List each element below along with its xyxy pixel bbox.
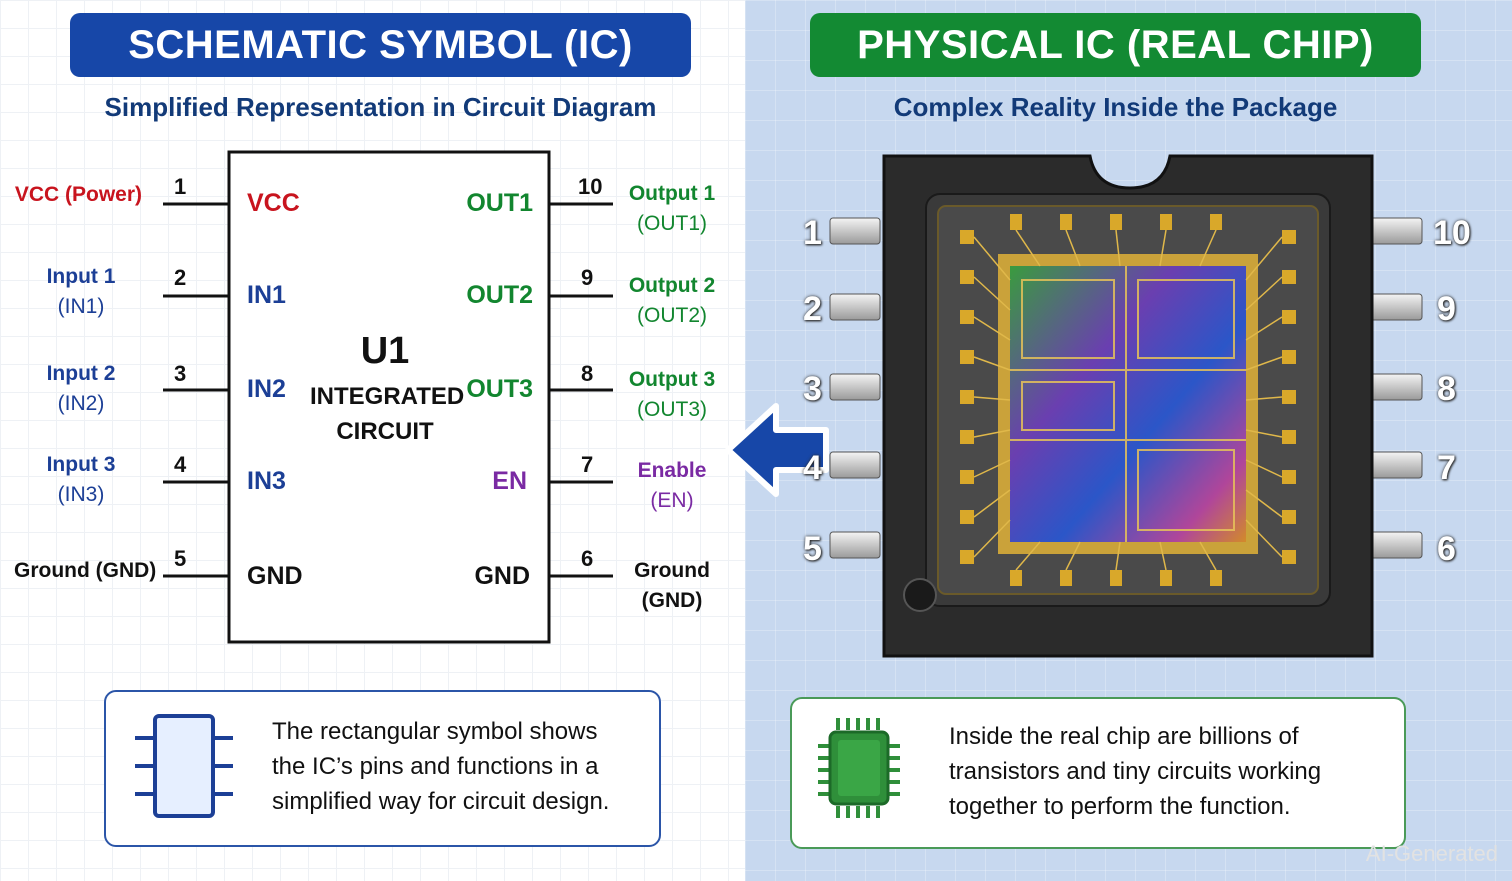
chip-pin-4: 4 [803,449,822,487]
pin-label-out3: OUT3 [466,375,533,403]
ic-type-line2: CIRCUIT [336,418,434,445]
physical-info-text: Inside the real chip are billions of tra… [949,723,1322,820]
ext-label-en: Enable(EN) [637,459,707,512]
ext-label-out1: Output 1(OUT1) [628,182,716,235]
silicon-die [1010,266,1246,542]
pin-label-in2: IN2 [247,375,286,403]
pin-number-6: 6 [581,546,594,571]
left-arrow-icon [725,403,829,497]
bond-pads [960,214,1296,586]
chip-pin-3: 3 [803,370,822,408]
ic-type-line1: INTEGRATED [310,383,465,410]
chip-pin-9: 9 [1437,290,1456,328]
pin-label-gnd-right: GND [474,562,530,590]
die-blocks [1010,266,1246,542]
chip-pin-6: 6 [1437,530,1456,568]
pin-number-8: 8 [581,361,594,386]
pin-label-vcc: VCC [247,189,300,217]
bond-wires [973,229,1283,571]
watermark: AI-Generated [1365,841,1498,866]
chip-illustration [829,154,1423,658]
ext-label-out3: Output 3(OUT3) [628,368,716,421]
ext-label-in2: Input 2(IN2) [46,362,116,415]
schematic-title: SCHEMATIC SYMBOL (IC) [70,13,691,77]
pin-number-5: 5 [174,546,187,571]
pin-label-in1: IN1 [247,281,286,309]
physical-subtitle: Complex Reality Inside the Package [893,92,1338,122]
pin-label-out1: OUT1 [466,189,533,217]
pin-lines [163,202,613,578]
chip-pin-1: 1 [803,214,822,252]
pin-number-9: 9 [581,265,594,290]
physical-info-box [790,697,1406,849]
ext-label-gnd-left: Ground (GND) [14,559,157,582]
pin-number-4: 4 [174,452,187,477]
ext-label-gnd-right: Ground(GND) [634,559,710,612]
pin-label-en: EN [492,467,527,495]
schematic-info-text: The rectangular symbol shows the IC’s pi… [272,718,610,815]
ic-body-rect [227,150,551,644]
chip-pin-7: 7 [1437,449,1456,487]
chip-pin-10: 10 [1433,214,1471,252]
left-leads [829,217,881,559]
physical-title: PHYSICAL IC (REAL CHIP) [810,13,1421,77]
right-leads [1369,217,1423,559]
pin-number-7: 7 [581,452,594,477]
schematic-drawing [163,150,613,644]
pin-number-1: 1 [174,174,187,199]
pin1-marker [903,578,937,612]
ext-label-vcc: VCC (Power) [14,183,142,206]
ext-label-out2: Output 2(OUT2) [628,274,716,327]
chip-pin-5: 5 [803,530,822,568]
ext-label-in3: Input 3(IN3) [46,453,116,506]
ext-label-in1: Input 1(IN1) [46,265,116,318]
ic-symbol-icon [135,714,233,818]
pin-number-2: 2 [174,265,187,290]
pin-number-3: 3 [174,361,187,386]
chip-icon [818,718,900,818]
chip-pin-8: 8 [1437,370,1456,408]
ic-name: U1 [360,330,410,372]
pin-label-gnd-left: GND [247,562,303,590]
schematic-subtitle: Simplified Representation in Circuit Dia… [104,92,657,122]
chip-pin-2: 2 [803,290,822,328]
pin-number-10: 10 [578,174,603,199]
pin-label-out2: OUT2 [466,281,533,309]
pin-label-in3: IN3 [247,467,286,495]
